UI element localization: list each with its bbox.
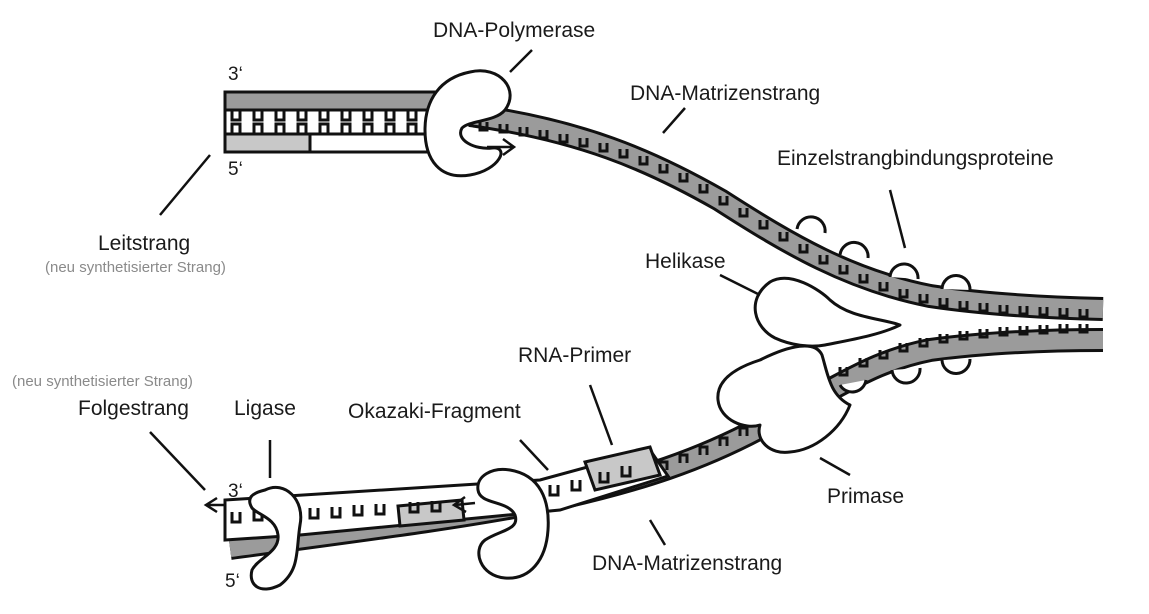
top-template-strand xyxy=(468,103,1104,321)
label-lagging-strand: Folgestrang xyxy=(78,397,189,420)
end-label-top-5: 5‘ xyxy=(228,159,243,180)
label-primase: Primase xyxy=(827,485,904,508)
lagging-arrow xyxy=(203,496,225,514)
end-label-bottom-3: 3‘ xyxy=(228,481,243,502)
lagging-strand-duplex xyxy=(223,445,671,542)
label-helicase: Helikase xyxy=(645,250,726,273)
leading-strand-duplex xyxy=(223,90,442,154)
label-okazaki-fragment: Okazaki-Fragment xyxy=(348,400,521,423)
leader-lines xyxy=(149,49,907,546)
dna-polymerase-bottom xyxy=(451,467,550,580)
label-rna-primer: RNA-Primer xyxy=(518,344,631,367)
label-template-strand-bottom: DNA-Matrizenstrang xyxy=(592,552,782,575)
label-dna-polymerase: DNA-Polymerase xyxy=(433,19,595,42)
end-label-bottom-5: 5‘ xyxy=(225,571,240,592)
dna-polymerase-top xyxy=(423,69,517,178)
primase xyxy=(716,344,852,454)
label-template-strand-top: DNA-Matrizenstrang xyxy=(630,82,820,105)
label-ligase: Ligase xyxy=(234,397,296,420)
helicase xyxy=(753,276,902,348)
ligase xyxy=(248,486,303,591)
label-leading-strand-note: (neu synthetisierter Strang) xyxy=(45,259,226,276)
single-strand-binding-proteins xyxy=(795,215,972,394)
label-lagging-strand-note: (neu synthetisierter Strang) xyxy=(12,373,193,390)
label-leading-strand: Leitstrang xyxy=(98,232,190,255)
end-label-top-3: 3‘ xyxy=(228,64,243,85)
label-ssb-proteins: Einzelstrangbindungsproteine xyxy=(777,147,1054,170)
